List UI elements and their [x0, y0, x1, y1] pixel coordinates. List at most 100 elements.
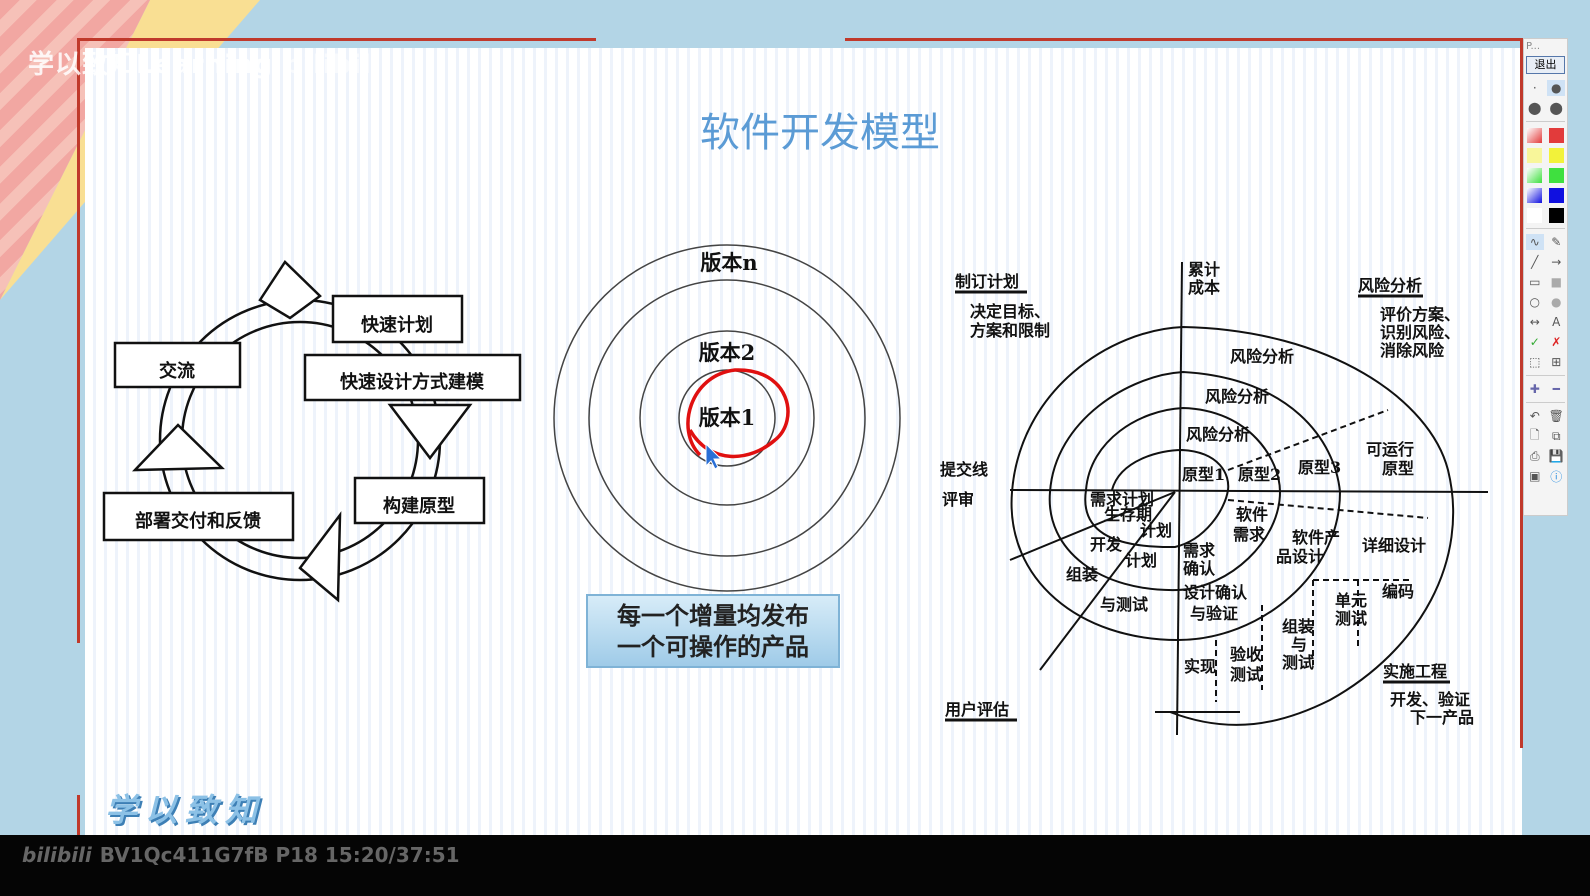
color-blue-gradient[interactable]: [1527, 187, 1543, 203]
spiral-risk-label: 风险分析: [1205, 387, 1269, 406]
spiral-assembly-test: 与测试: [1100, 595, 1148, 614]
spiral-diagram: [945, 261, 1489, 736]
spiral-unit-test: 测试: [1335, 609, 1367, 628]
spiral-risk-label: 风险分析: [1186, 425, 1250, 444]
prototype-cycle-diagram: [102, 260, 522, 603]
spiral-design-verify: 与验证: [1190, 604, 1238, 623]
spiral-eng-desc: 开发、验证: [1390, 690, 1470, 709]
screen-icon[interactable]: ▣: [1529, 469, 1541, 483]
trash-icon[interactable]: 🗑: [1548, 409, 1564, 423]
slide-border-top-left: [78, 38, 596, 41]
spiral-plan-desc: 方案和限制: [970, 321, 1050, 340]
slide-title: 软件开发模型: [700, 110, 940, 156]
cross-icon[interactable]: ✗: [1551, 335, 1562, 349]
print-icon[interactable]: ⎙: [1529, 448, 1540, 463]
spiral-sw-req: 需求: [1233, 525, 1266, 544]
copy-icon[interactable]: ⧉: [1551, 428, 1561, 443]
pen-size-large[interactable]: ⬤: [1528, 101, 1542, 115]
filled-rectangle-icon[interactable]: ■: [1550, 275, 1562, 289]
spiral-implement: 实现: [1184, 657, 1216, 676]
cycle-arrow: [387, 403, 473, 461]
axis-cost: 累计: [1188, 260, 1220, 279]
info-icon[interactable]: ⓘ: [1550, 469, 1563, 484]
spiral-proto3: 原型3: [1298, 458, 1341, 477]
rectangle-tool-icon[interactable]: ▭: [1529, 275, 1541, 289]
minus-icon[interactable]: ━: [1552, 382, 1560, 396]
color-red-gradient[interactable]: [1527, 127, 1543, 143]
color-blue[interactable]: [1548, 187, 1564, 203]
text-tool-icon[interactable]: A: [1552, 315, 1561, 329]
annotation-toolbar: P... 退出 ·● ⬤⬤ ∿✎ ╱→ ▭■ ○● ↔A ✓✗ ⬚⊞ ✚━ ↶🗑…: [1523, 38, 1568, 516]
spiral-design-verify: 设计确认: [1183, 583, 1248, 602]
line-tool-icon[interactable]: ╱: [1531, 255, 1539, 269]
version-ring: [553, 244, 901, 592]
undo-icon[interactable]: ↶: [1529, 409, 1540, 423]
arrow-tool-icon[interactable]: →: [1551, 255, 1562, 269]
spiral-unit-test: 单元: [1335, 591, 1367, 610]
cycle-box-modeling: 快速设计方式建模: [340, 371, 485, 393]
pen-size-medium[interactable]: ●: [1547, 80, 1566, 96]
spiral-assembly2: 与: [1291, 635, 1307, 654]
spiral-eval-title: 用户评估: [945, 700, 1009, 719]
pen-size-small[interactable]: ·: [1532, 81, 1537, 95]
ellipse-tool-icon[interactable]: ○: [1529, 295, 1540, 309]
freehand-pen-icon[interactable]: ∿: [1525, 234, 1544, 250]
spiral-plan: 计划: [1140, 521, 1172, 540]
bilibili-logo: bilibili: [22, 843, 92, 867]
slide-border-left-bottom: [77, 795, 80, 835]
spiral-runnable: 原型: [1382, 459, 1414, 478]
axis-commit-line: 提交线: [940, 460, 988, 479]
eraser-icon[interactable]: ✎: [1551, 235, 1562, 249]
cycle-box-deploy: 部署交付和反馈: [135, 510, 261, 532]
color-green-gradient[interactable]: [1527, 167, 1543, 183]
color-green[interactable]: [1548, 167, 1564, 183]
new-page-icon[interactable]: 🗋: [1529, 427, 1540, 442]
spiral-acceptance: 验收: [1230, 645, 1262, 664]
spiral-acceptance: 测试: [1230, 665, 1262, 684]
version-ring: [588, 279, 866, 557]
spiral-plan-desc: 决定目标、: [970, 302, 1050, 321]
axis-review: 评审: [942, 490, 974, 509]
spiral-risk-desc: 评价方案、: [1380, 305, 1460, 324]
color-white[interactable]: [1527, 207, 1543, 223]
check-icon[interactable]: ✓: [1529, 335, 1540, 349]
spiral-lifecycle: 生存期: [1104, 505, 1152, 524]
incremental-diagram: [553, 244, 901, 592]
video-info: bilibili BV1Qc411G7fB P18 15:20/37:51: [22, 843, 460, 867]
slide: [85, 48, 1522, 835]
video-id-timestamp: BV1Qc411G7fB P18 15:20/37:51: [99, 843, 460, 867]
cycle-arrow: [258, 260, 322, 320]
spiral-dev-plan: 计划: [1125, 551, 1157, 570]
slide-border-right: [1520, 38, 1523, 748]
select-region-icon[interactable]: ⬚: [1529, 355, 1541, 369]
pen-size-xlarge[interactable]: ⬤: [1549, 101, 1563, 115]
color-red[interactable]: [1548, 127, 1564, 143]
incremental-caption: 每一个增量均发布 一个可操作的产品: [586, 594, 840, 668]
mouse-cursor-icon: [705, 442, 723, 470]
color-yellow[interactable]: [1548, 147, 1564, 163]
plus-icon[interactable]: ✚: [1529, 382, 1540, 396]
filled-ellipse-icon[interactable]: ●: [1551, 295, 1562, 309]
color-black[interactable]: [1548, 207, 1564, 223]
zoom-region-icon[interactable]: ⊞: [1551, 355, 1562, 369]
exit-button[interactable]: 退出: [1526, 56, 1565, 74]
spiral-proto2: 原型2: [1238, 465, 1281, 484]
spiral-detail-design: 详细设计: [1362, 536, 1426, 555]
slide-motto: 学以致知: [105, 791, 266, 829]
channel-watermark: 学以致知Learning bilibili: [28, 50, 382, 80]
color-yellow-light[interactable]: [1527, 147, 1543, 163]
spiral-risk-desc: 消除风险: [1380, 341, 1445, 360]
double-arrow-icon[interactable]: ↔: [1529, 315, 1540, 329]
axis-cost: 成本: [1188, 278, 1220, 297]
version-1-label: 版本1: [699, 405, 756, 430]
spiral-req-plan: 需求计划: [1090, 490, 1154, 509]
save-icon[interactable]: 💾: [1548, 449, 1564, 463]
spiral-runnable: 可运行: [1366, 440, 1414, 459]
spiral-req-confirm: 确认: [1183, 559, 1216, 578]
slide-border-left: [77, 38, 80, 643]
cycle-box-build: 构建原型: [383, 495, 455, 517]
spiral-plan-title: 制订计划: [955, 272, 1019, 291]
spiral-coding: 编码: [1382, 582, 1414, 601]
cycle-box-communication: 交流: [159, 360, 195, 382]
